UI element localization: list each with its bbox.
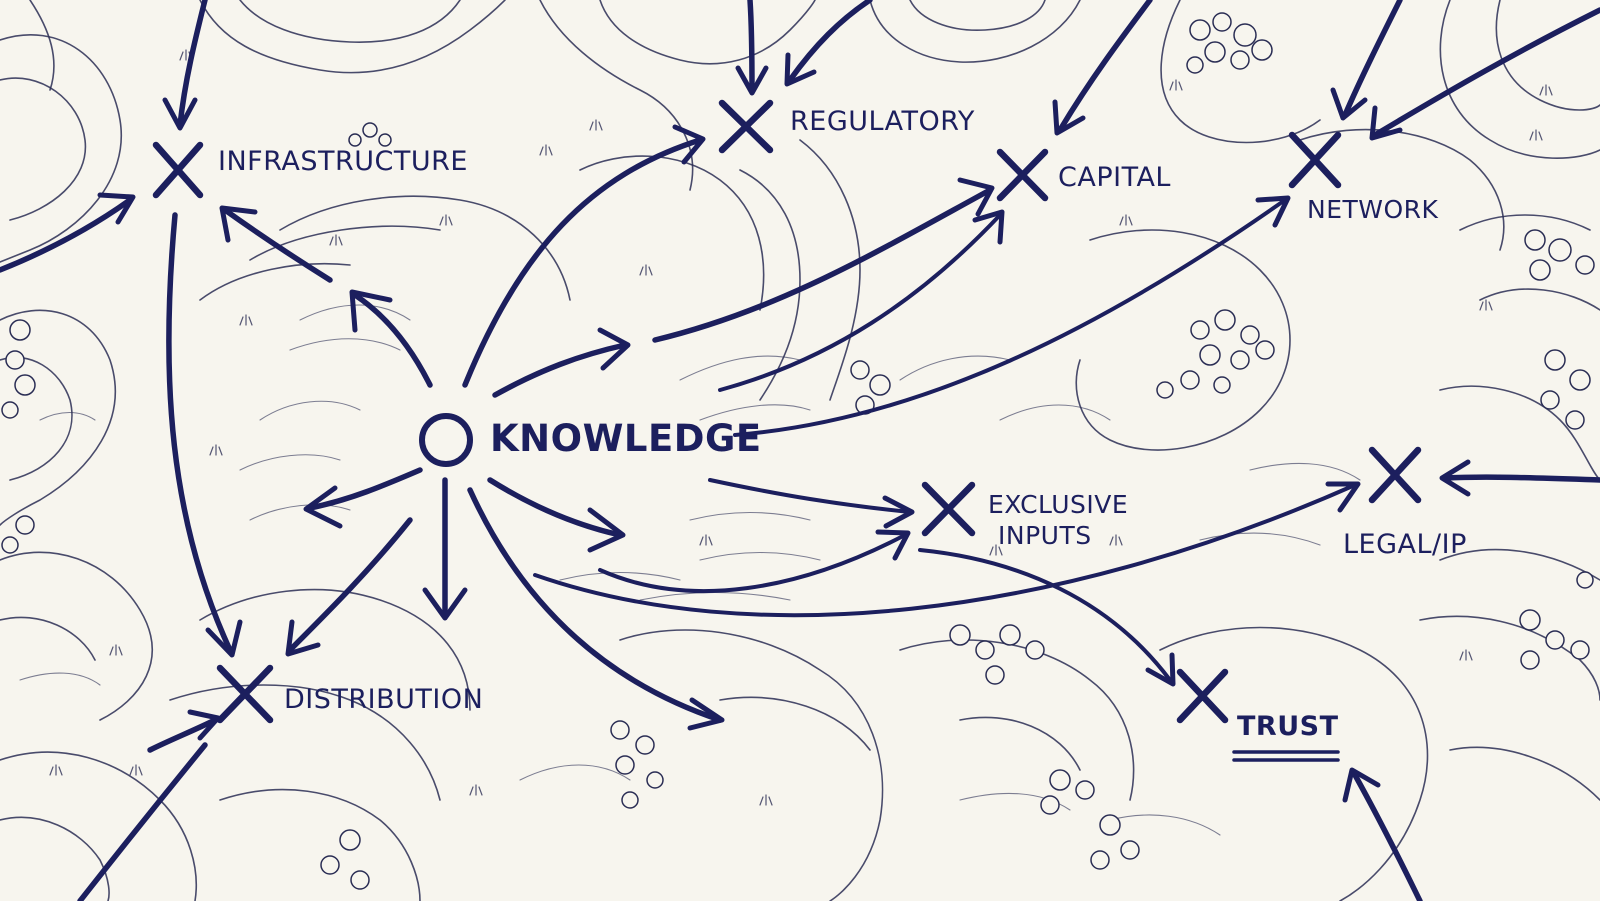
arrow-infrastructure-to-distribution (166, 212, 233, 653)
knowledge-label: KNOWLEDGE (490, 417, 762, 460)
arrow-top-to-infrastructure (177, 0, 208, 128)
arrow-top-to-network (1342, 0, 1403, 118)
arrow-left-to-distribution (147, 717, 218, 753)
infrastructure-label: INFRASTRUCTURE (218, 146, 468, 177)
exclusive-inputs-x-marker (921, 481, 976, 537)
arrow-bottom-to-distribution (77, 742, 208, 901)
arrow-top-to-capital (1057, 0, 1153, 133)
infrastructure-x-marker (152, 141, 204, 199)
distribution-label: DISTRIBUTION (284, 684, 483, 715)
legal-ip-label: LEGAL/IP (1343, 529, 1467, 560)
trust-label: TRUST (1237, 711, 1339, 742)
arrow-knowledge-to-infrastructure-short (352, 292, 433, 388)
capital-x-marker (996, 148, 1049, 202)
arrow-mid-to-exclusive-inputs (708, 478, 912, 514)
regulatory-label: REGULATORY (790, 106, 975, 137)
arrow-bottom-to-trust (1352, 772, 1423, 901)
arrow-mid-to-capital (718, 213, 1002, 392)
arrow-knowledge-to-southeast (487, 477, 623, 538)
exclusive-inputs-label-line2: INPUTS (998, 521, 1092, 550)
arrow-knowledge-to-network (733, 198, 1287, 437)
regulatory-x-marker (718, 99, 774, 154)
grass-tufts (49, 49, 1553, 806)
network-x-marker (1288, 131, 1342, 189)
arrow-exclusive-inputs-to-trust (918, 548, 1172, 682)
knowledge-origin-circle (419, 413, 473, 467)
arrow-knowledge-to-west (307, 467, 423, 511)
arrow-knowledge-to-east (492, 342, 628, 398)
arrow-east-to-capital (652, 187, 993, 343)
tree-clusters (1, 12, 1595, 890)
arrow-right-to-network (1372, 7, 1600, 138)
arrow-southeast-to-exclusive-inputs (598, 533, 907, 594)
capital-label: CAPITAL (1058, 162, 1171, 193)
arrow-topright-to-regulatory (787, 0, 873, 83)
arrow-knowledge-to-distribution (287, 517, 413, 653)
arrow-south-to-legal-ip (533, 483, 1357, 618)
legal-ip-x-marker (1368, 446, 1422, 504)
arrow-knowledge-to-south-far (467, 487, 723, 723)
arrow-left-to-infrastructure (0, 197, 133, 273)
arrow-right-to-legal-ip (1442, 474, 1600, 483)
network-label: NETWORK (1307, 195, 1439, 224)
distribution-x-marker (216, 664, 274, 724)
arrow-knowledge-to-infrastructure (222, 207, 333, 283)
arrow-knowledge-to-regulatory (462, 137, 703, 388)
trust-x-marker (1176, 668, 1229, 724)
exclusive-inputs-label-line1: EXCLUSIVE (988, 490, 1128, 519)
arrow-top-to-regulatory (747, 0, 755, 93)
